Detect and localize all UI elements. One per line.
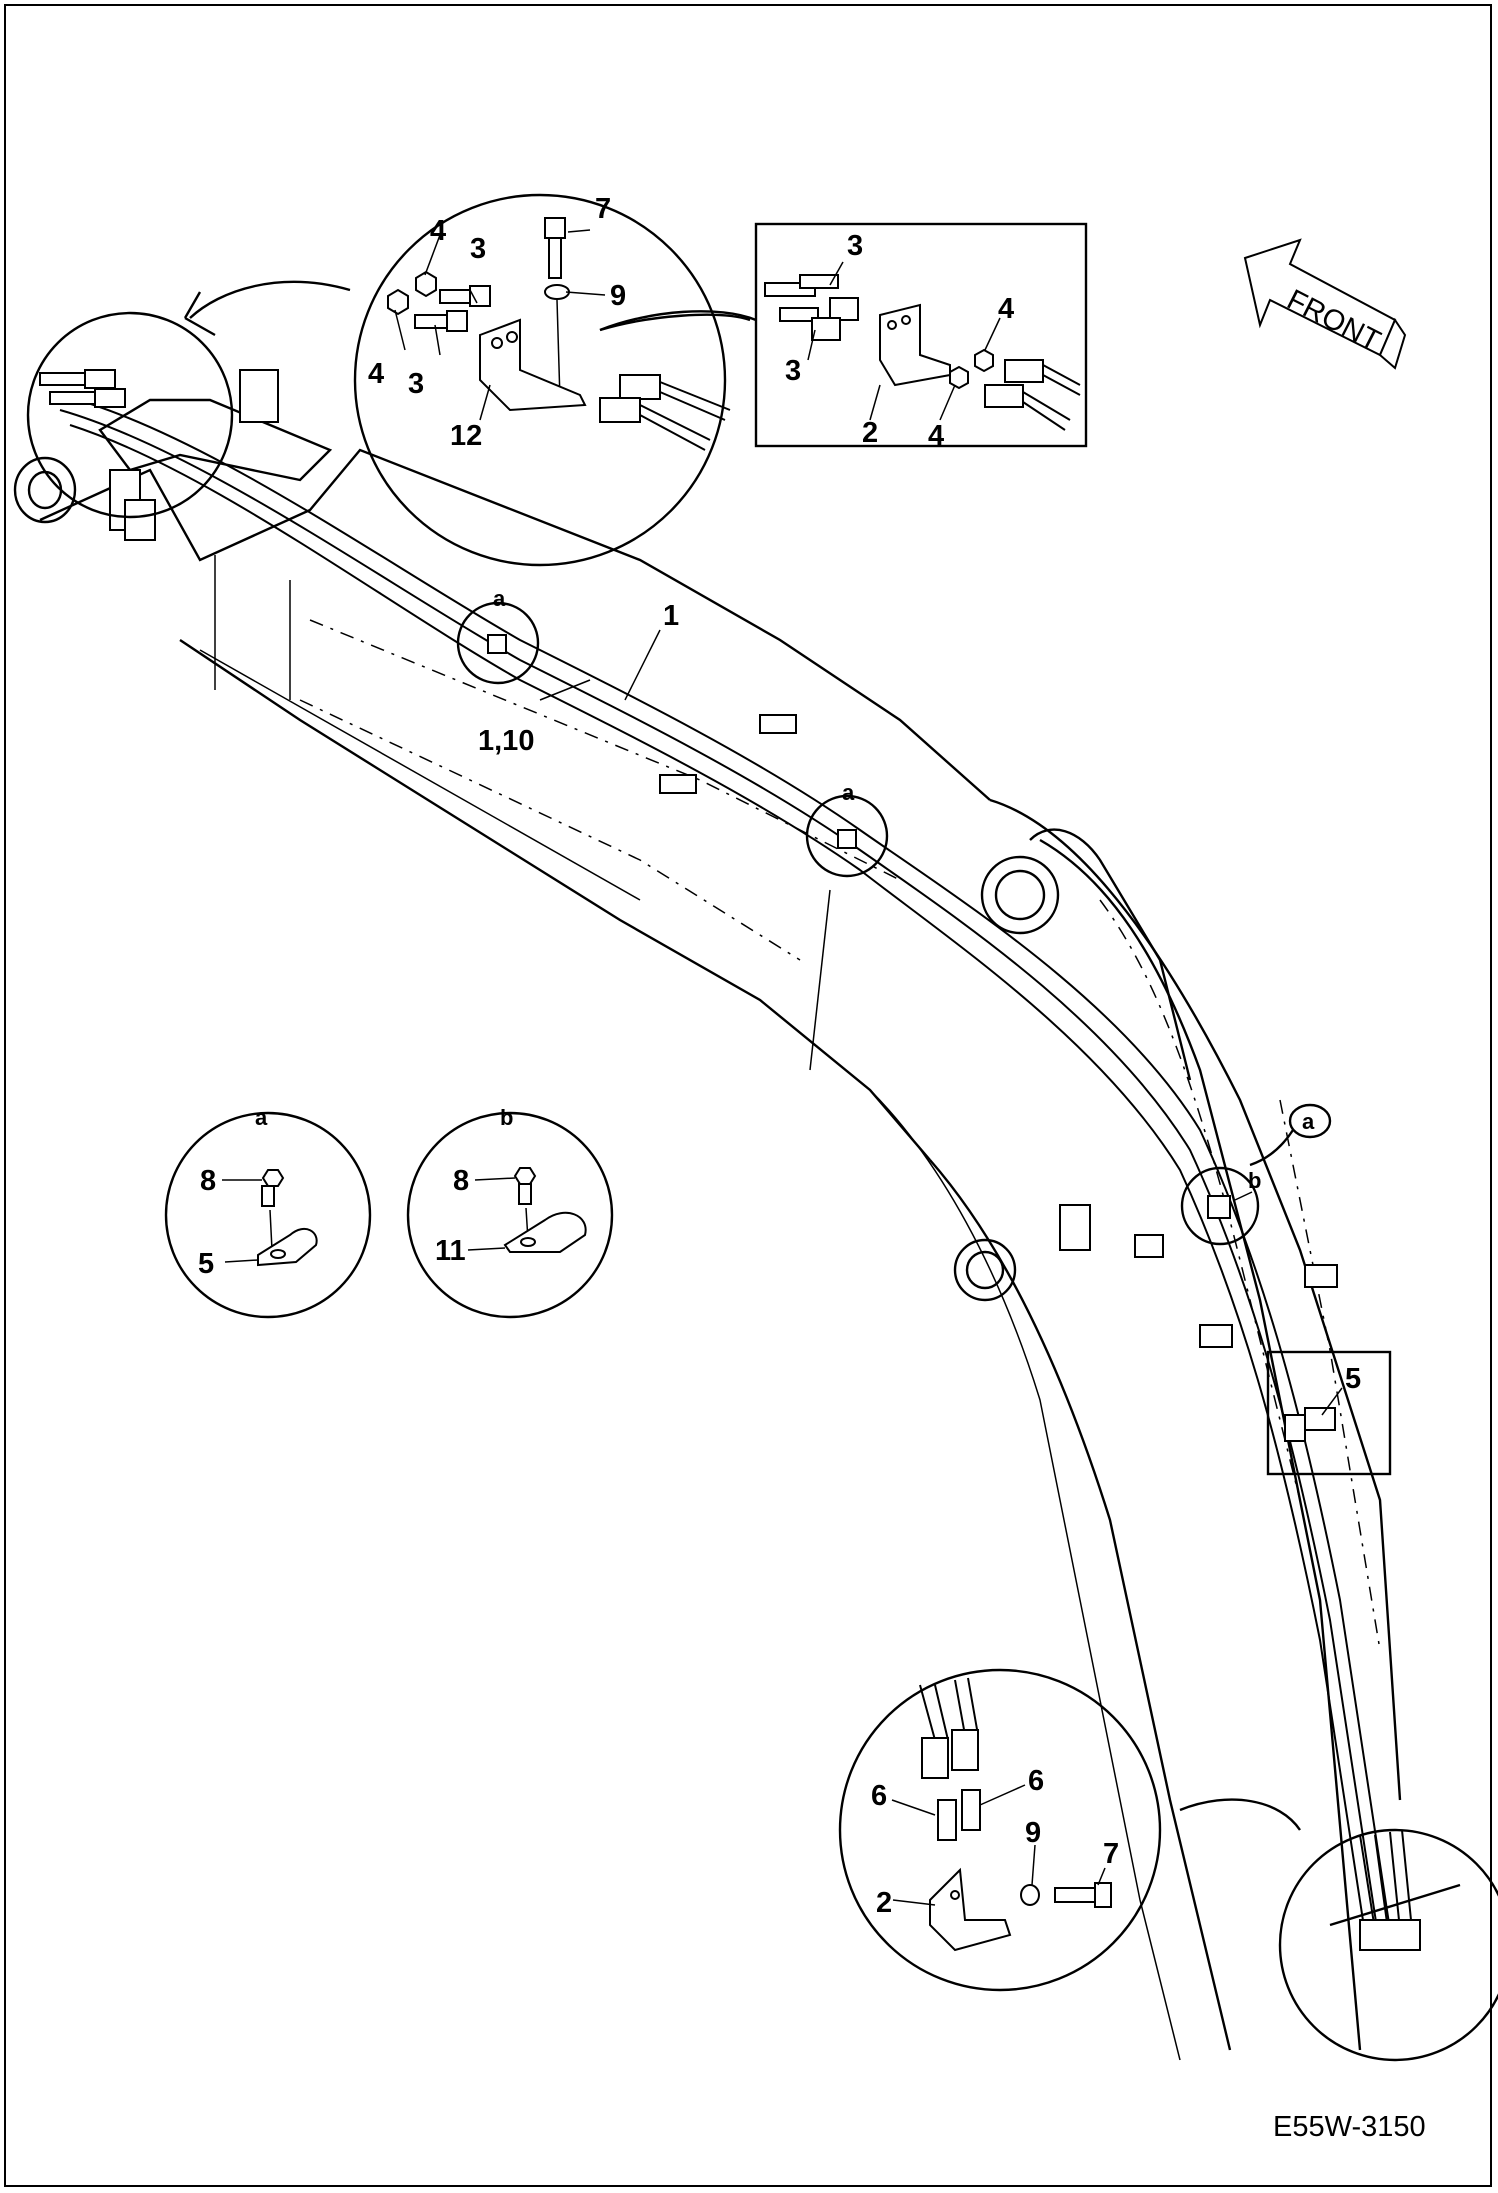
drawing-code: E55W-3150 [1273,2111,1426,2143]
detail-circle-top-bracket [353,193,751,567]
ref-b-detail: b [500,1105,513,1130]
callout-3-top-b: 3 [408,368,424,400]
detail-b-clamp [406,1111,614,1319]
front-arrow-icon [1243,238,1407,370]
callout-11: 11 [435,1235,466,1267]
clamp-markers [456,601,1392,1476]
detail-box-bracket-2 [599,222,1088,448]
callout-3-box-a: 3 [847,230,863,262]
callout-4-box-b: 4 [998,293,1014,325]
callout-3-top-a: 3 [470,233,486,265]
callout-12: 12 [450,420,482,452]
callout-8-b: 8 [453,1165,469,1197]
drawing-frame [4,4,1492,2187]
callout-1: 1 [663,600,679,632]
callout-9-top: 9 [610,280,626,312]
detail-a-clamp [164,1111,372,1319]
boom-body [13,369,1402,2061]
leader-lines [222,229,1343,1906]
ref-a-2: a [842,780,855,805]
callout-7-top: 7 [595,193,611,225]
callout-9-bottom: 9 [1025,1817,1041,1849]
callout-7-bottom: 7 [1103,1838,1119,1870]
callout-1-10: 1,10 [478,725,534,757]
ref-b-1: b [1248,1168,1261,1193]
ref-a-detail: a [255,1105,268,1130]
callout-5-box: 5 [1345,1363,1361,1395]
callout-2-bottom: 2 [876,1887,892,1919]
callout-6-right: 6 [1028,1765,1044,1797]
ref-a-3: a [1302,1109,1315,1134]
ref-a-1: a [493,586,506,611]
callout-4-top-b: 4 [368,358,384,390]
detail-circle-boom-foot [26,280,351,519]
callout-4-box-a: 4 [928,420,944,452]
callout-labels: 1 1,10 7 9 3 4 4 3 12 3 3 2 4 4 8 5 8 11… [198,193,1426,2143]
detail-circle-arm-end [838,1668,1498,2062]
callout-3-box-b: 3 [785,355,801,387]
callout-6-left: 6 [871,1780,887,1812]
callout-8-a: 8 [200,1165,216,1197]
callout-5-a: 5 [198,1248,214,1280]
callout-4-top-a: 4 [430,215,446,247]
callout-2-box: 2 [862,417,878,449]
hose-route [59,394,1391,1941]
